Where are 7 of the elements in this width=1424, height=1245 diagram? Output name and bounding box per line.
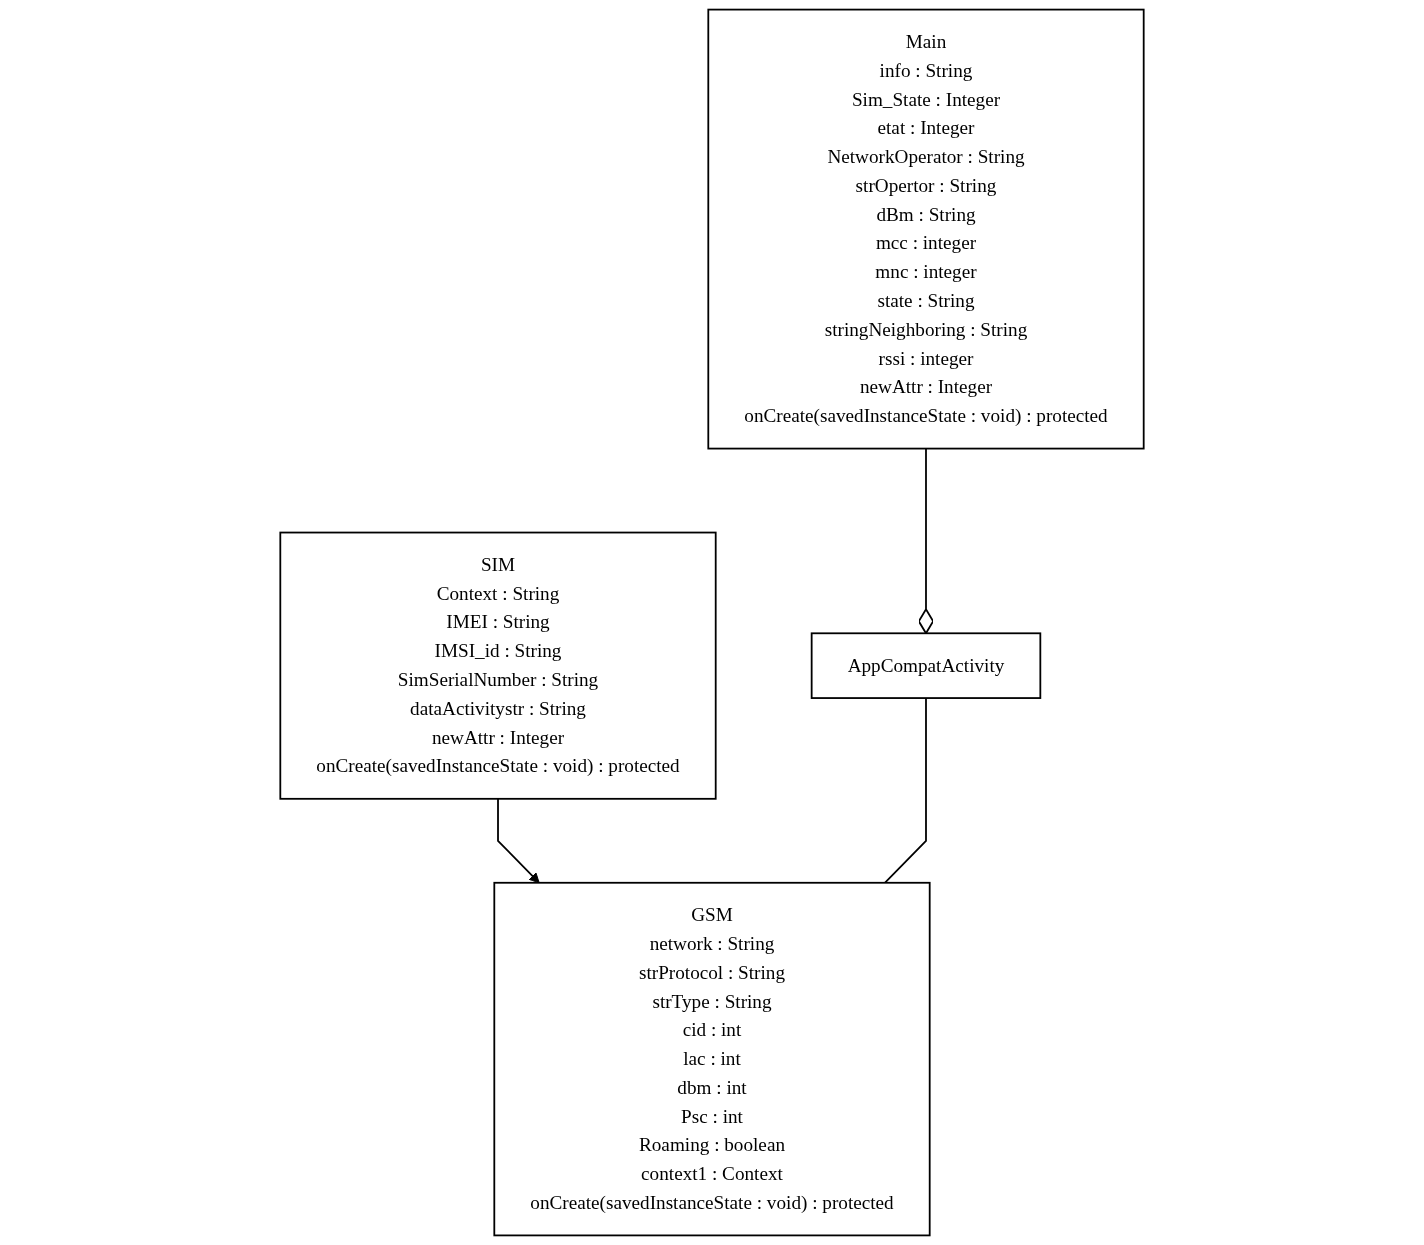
node-box: SIM Context : String IMEI : String IMSI_id : String SimSerialNumber : String dataActivitystr : String newAttr : Integer onCreate(savedInstanceState : void) : protected bbox=[279, 531, 717, 800]
node-box: AppCompatActivity bbox=[810, 632, 1042, 699]
node-box: GSM network : String strProtocol : String strType : String cid : int lac : int dbm : int Psc : int Roaming : boolean context1 : Context onCreate(savedInstanceState : void) : protected bbox=[493, 881, 931, 1237]
connector bbox=[917, 447, 935, 635]
arrow bbox=[497, 797, 540, 884]
connector bbox=[883, 697, 927, 884]
node-box: Main info : String Sim_State : Integer etat : Integer NetworkOperator : String strOpertor : String dBm : String mcc : integer mnc : integer state : String stringNeighboring : String rssi : integer newAttr : Integer onCreate(savedInstanceState : void) : protected bbox=[707, 8, 1145, 450]
